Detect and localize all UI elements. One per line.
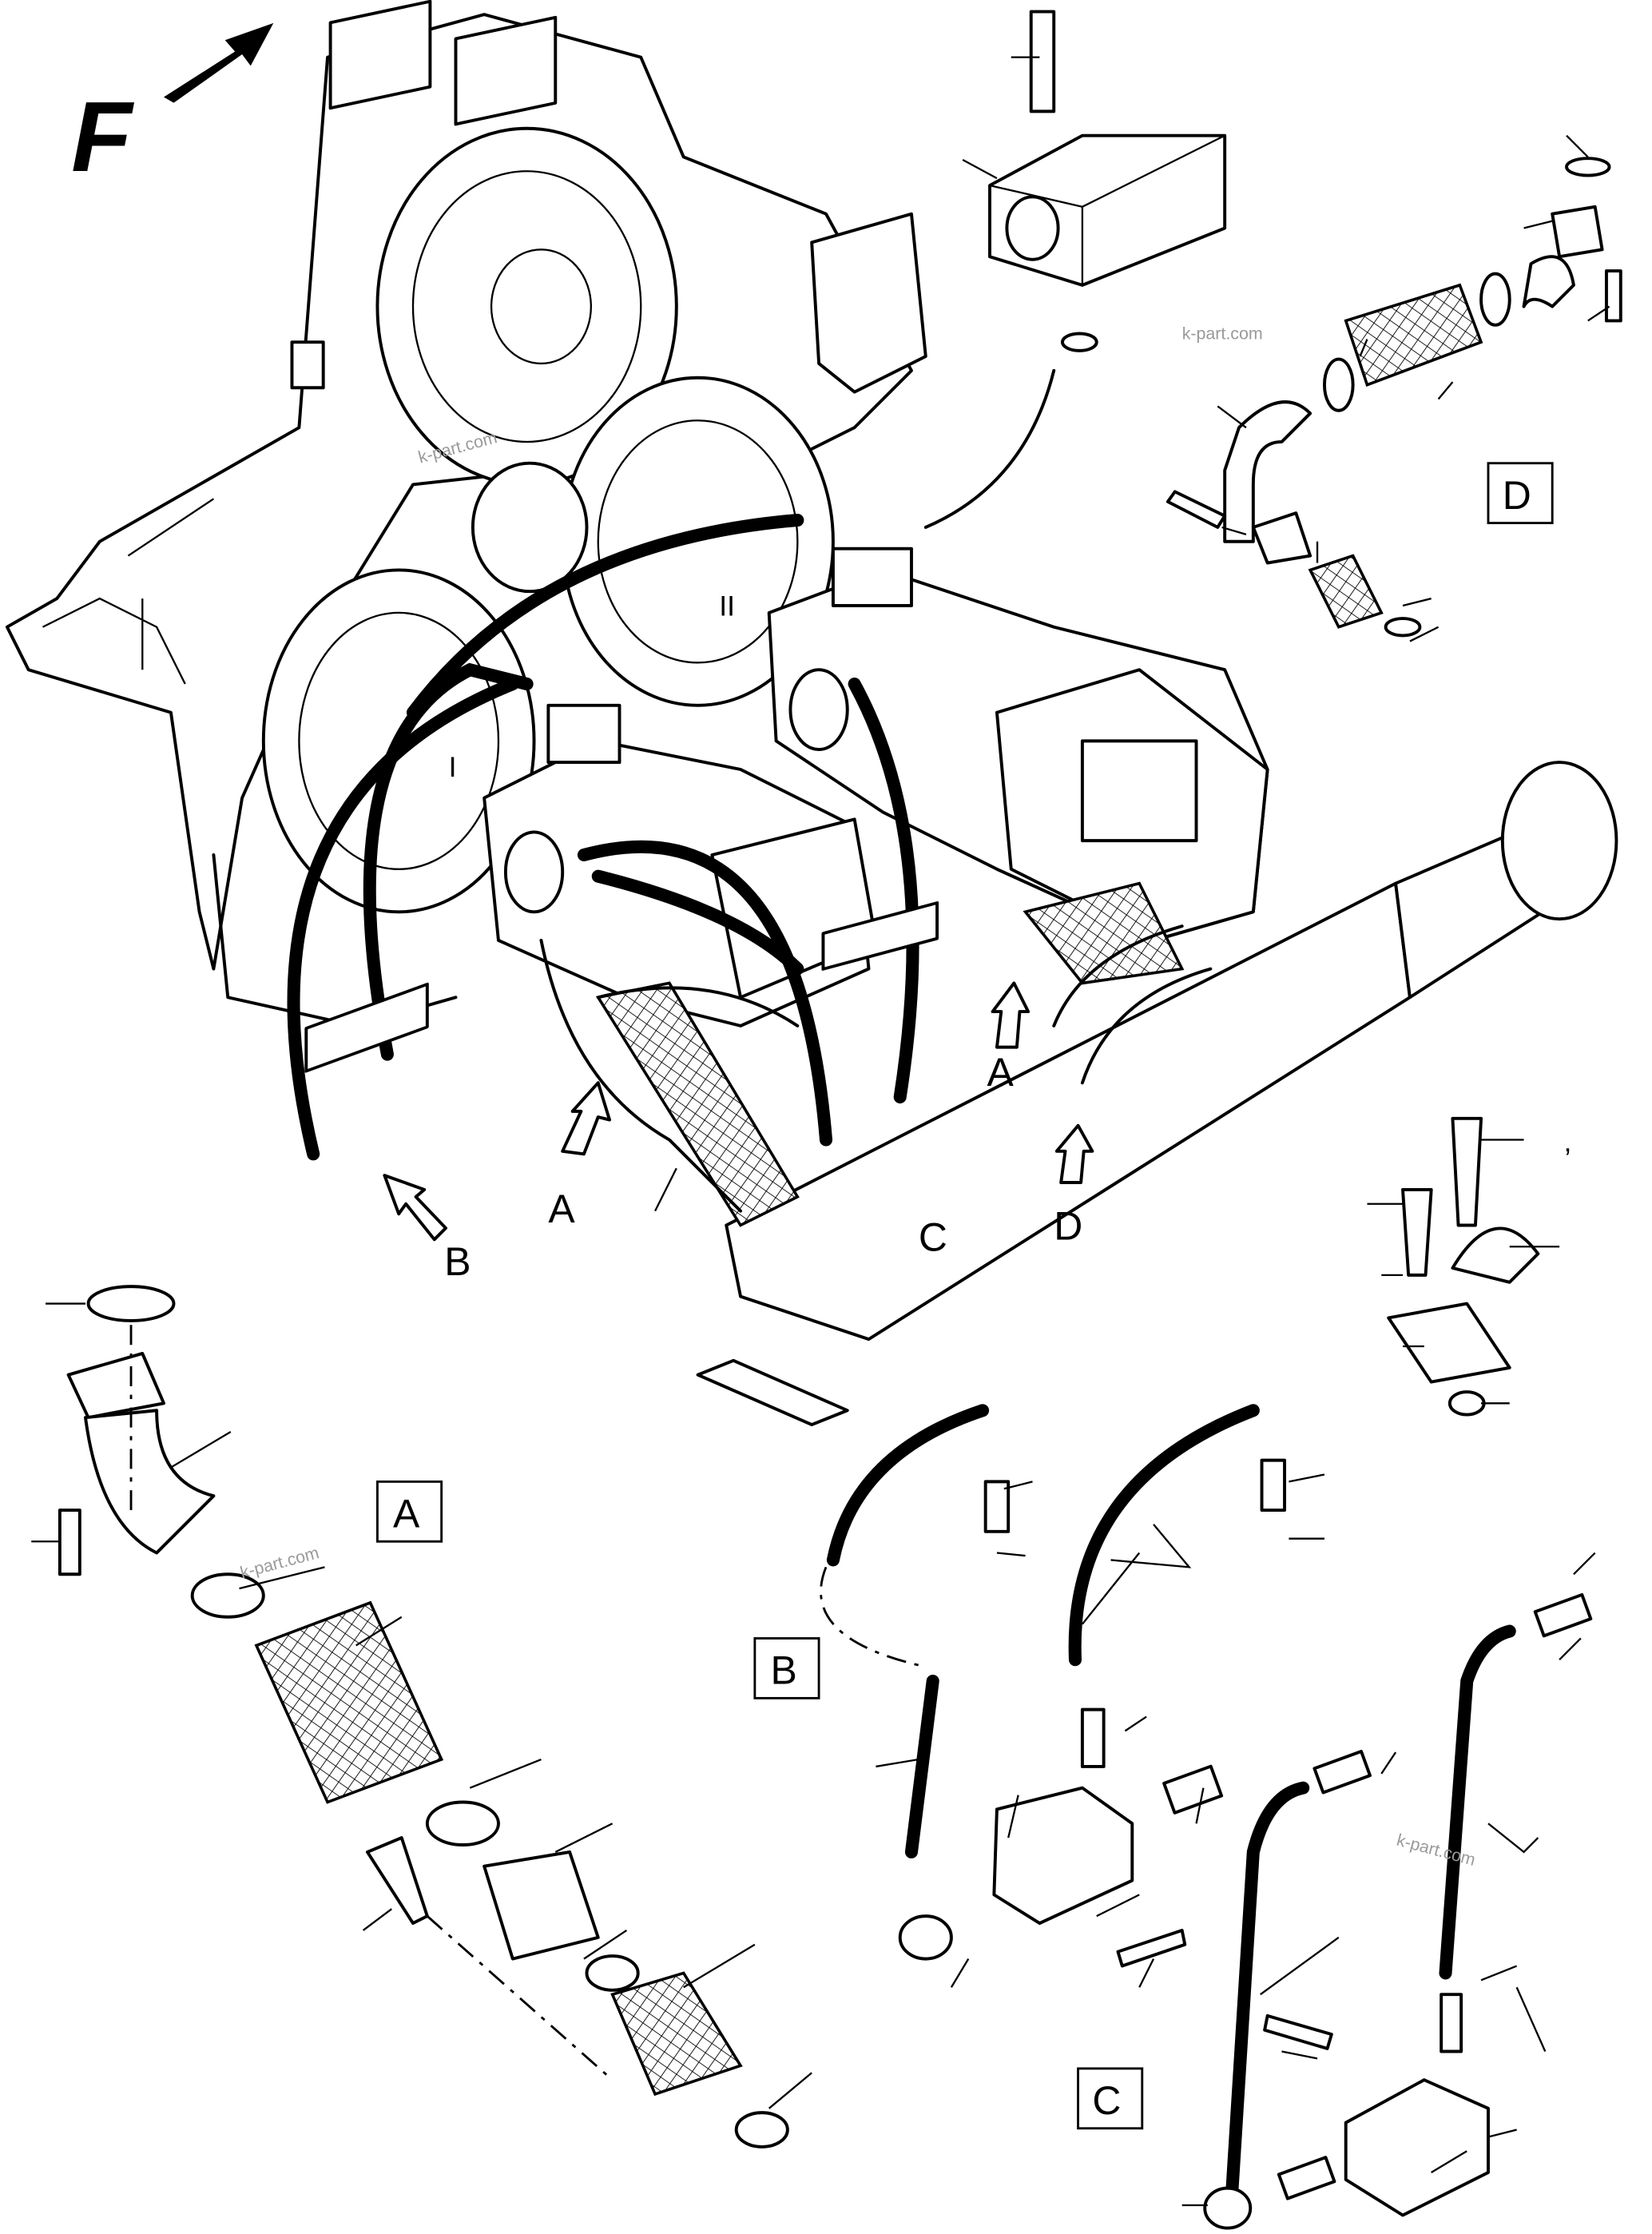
watermark: k-part.com [1182, 324, 1263, 344]
detail-box-b-label: B [770, 1648, 796, 1693]
detail-b-parts: B [753, 1404, 1287, 1968]
view-arrows: A A B C D [383, 981, 1094, 1284]
suction-manifold [539, 761, 1618, 1427]
pump-label-ii: II [719, 590, 735, 622]
view-label-c: C [919, 1215, 947, 1260]
pump-label-i: I [449, 751, 457, 783]
clamp-hardware: , [1387, 1116, 1571, 1417]
detail-box-d-label: D [1503, 473, 1531, 518]
pump-assembly-2 [767, 547, 1269, 942]
detail-box-c-label: C [1092, 2078, 1121, 2123]
view-label-b: B [444, 1239, 471, 1284]
orientation-mark: F [71, 22, 274, 193]
detail-c-parts: C [1077, 1592, 1593, 2230]
watermark: k-part.com [1395, 1831, 1478, 1870]
leader-lines [31, 134, 1610, 2207]
view-label-d: D [1054, 1203, 1082, 1248]
front-label: F [71, 81, 134, 193]
hoses [287, 514, 939, 1161]
view-label-a: A [548, 1187, 575, 1231]
detail-a-parts: A [58, 1285, 789, 2149]
view-label-a-2: A [987, 1050, 1014, 1095]
direction-arrow-icon [164, 22, 274, 103]
valve-block-detail [923, 10, 1227, 529]
detail-d-parts: D [1166, 157, 1622, 638]
watermark: k-part.com [238, 1543, 321, 1582]
detail-box-a-label: A [393, 1491, 420, 1536]
stray-mark: , [1563, 1126, 1571, 1158]
